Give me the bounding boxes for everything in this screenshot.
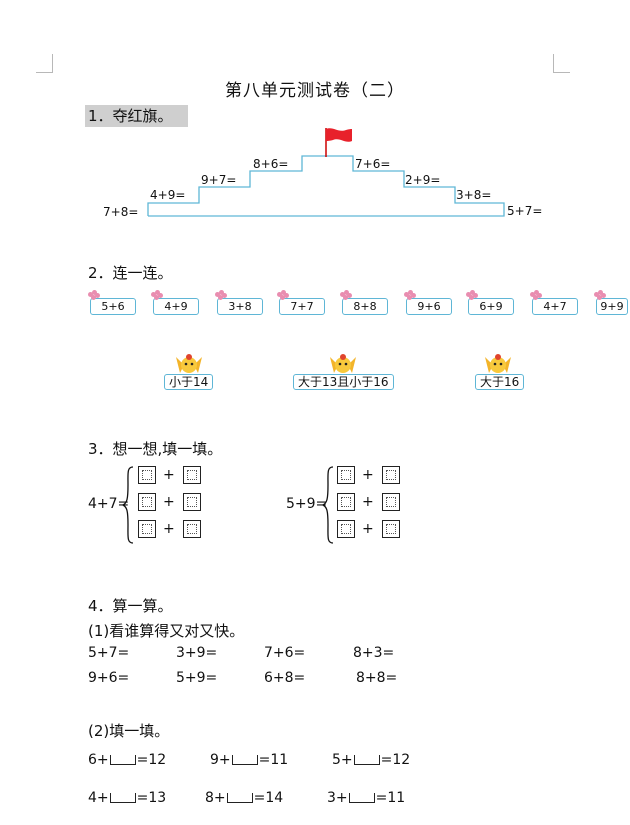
stair-outline <box>147 155 505 217</box>
flower-expression: 4+7 <box>532 298 578 315</box>
flower-expression: 7+7 <box>279 298 325 315</box>
plus-sign: + <box>362 467 374 483</box>
flower-icon <box>466 290 478 300</box>
flower-icon <box>404 290 416 300</box>
calc-item: 5+7= <box>88 645 130 661</box>
answer-blank[interactable] <box>226 793 253 803</box>
answer-blank[interactable] <box>348 793 375 803</box>
flower-expression: 5+6 <box>90 298 136 315</box>
section-2-heading: 2．连一连。 <box>88 264 173 282</box>
fill-item: 3+=11 <box>327 790 406 806</box>
answer-blank[interactable] <box>109 793 136 803</box>
calc-item: 6+8= <box>264 670 306 686</box>
plus-sign: + <box>163 467 175 483</box>
fill-item: 8+=14 <box>205 790 284 806</box>
step-label: 7+8= <box>103 205 139 219</box>
calc-item: 7+6= <box>264 645 306 661</box>
flower-expression: 9+9 <box>596 298 628 315</box>
flower-expression: 4+9 <box>153 298 199 315</box>
flower-icon <box>340 290 352 300</box>
stair-diagram <box>147 128 505 217</box>
left-brace <box>122 466 134 544</box>
calc-item: 3+9= <box>176 645 218 661</box>
plus-sign: + <box>163 521 175 537</box>
addend-box[interactable] <box>138 466 156 484</box>
step-label: 7+6= <box>355 157 391 171</box>
flower-icon <box>530 290 542 300</box>
answer-blank[interactable] <box>231 755 258 765</box>
bird-label-greater-16: 大于16 <box>475 374 525 390</box>
step-label: 4+9= <box>150 188 186 202</box>
bird-icon <box>330 354 356 373</box>
calc-item: 8+3= <box>353 645 395 661</box>
section-4-heading: 4．算一算。 <box>88 597 173 615</box>
addend-box[interactable] <box>183 466 201 484</box>
addend-box[interactable] <box>138 520 156 538</box>
answer-blank[interactable] <box>353 755 380 765</box>
calc-item: 9+6= <box>88 670 130 686</box>
flower-icon <box>88 290 100 300</box>
fill-item: 5+=12 <box>332 752 411 768</box>
calc-item: 5+9= <box>176 670 218 686</box>
flower-expression: 6+9 <box>468 298 514 315</box>
addend-box[interactable] <box>337 466 355 484</box>
section-1-heading: 1．夺红旗。 <box>85 105 188 127</box>
calc-item: 8+8= <box>356 670 398 686</box>
flower-icon <box>215 290 227 300</box>
bird-label-less-14: 小于14 <box>164 374 214 390</box>
addend-box[interactable] <box>183 493 201 511</box>
addend-box[interactable] <box>337 493 355 511</box>
flag-icon <box>326 128 352 142</box>
bird-label-between: 大于13且小于16 <box>293 374 394 390</box>
flower-icon <box>151 290 163 300</box>
addend-box[interactable] <box>183 520 201 538</box>
step-label: 9+7= <box>201 173 237 187</box>
fill-item: 6+=12 <box>88 752 167 768</box>
part-2-heading: (2)填一填。 <box>88 722 170 740</box>
plus-sign: + <box>362 521 374 537</box>
addend-box[interactable] <box>138 493 156 511</box>
addend-box[interactable] <box>382 520 400 538</box>
answer-blank[interactable] <box>109 755 136 765</box>
flower-expression: 9+6 <box>406 298 452 315</box>
step-label: 5+7= <box>507 204 543 218</box>
flower-expression: 3+8 <box>217 298 263 315</box>
step-label: 2+9= <box>405 173 441 187</box>
section-3-heading: 3．想一想,填一填。 <box>88 440 223 458</box>
addend-box[interactable] <box>382 466 400 484</box>
page-corner-left <box>36 54 53 73</box>
part-1-heading: (1)看谁算得又对又快。 <box>88 622 245 640</box>
flower-expression: 8+8 <box>342 298 388 315</box>
plus-sign: + <box>163 494 175 510</box>
bird-icon <box>176 354 202 373</box>
right-brace <box>322 466 334 544</box>
step-label: 3+8= <box>456 188 492 202</box>
fill-item: 9+=11 <box>210 752 289 768</box>
bird-icon <box>485 354 511 373</box>
step-label: 8+6= <box>253 157 289 171</box>
decompose-left-equation: 4+7= <box>88 496 130 512</box>
fill-item: 4+=13 <box>88 790 167 806</box>
flower-icon <box>594 290 606 300</box>
flower-icon <box>277 290 289 300</box>
page-title: 第八单元测试卷（二） <box>225 81 405 101</box>
page-corner-right <box>553 54 570 73</box>
plus-sign: + <box>362 494 374 510</box>
addend-box[interactable] <box>382 493 400 511</box>
decompose-right-equation: 5+9= <box>286 496 328 512</box>
addend-box[interactable] <box>337 520 355 538</box>
